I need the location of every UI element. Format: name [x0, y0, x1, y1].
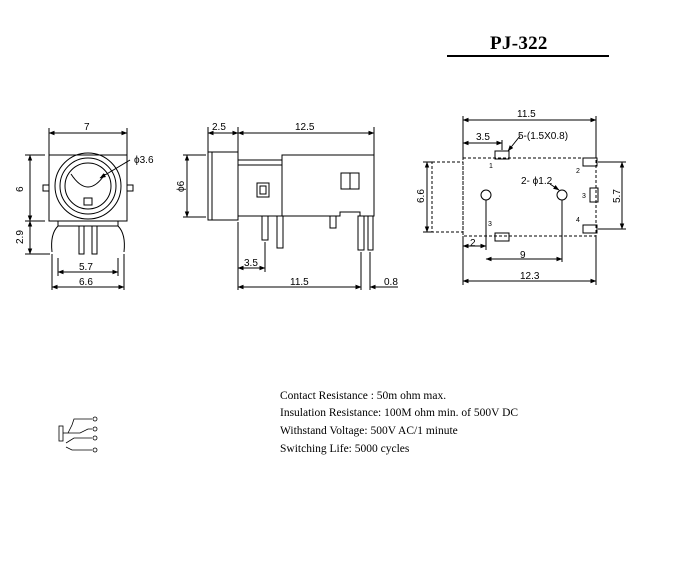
front-leg-height-label: 2.9 [15, 230, 26, 244]
spec-withstand-voltage: Withstand Voltage: 500V AC/1 minute [280, 425, 458, 437]
footprint-pad-size-label: 5-(1.5X0.8) [518, 131, 568, 142]
spec-contact-resistance: Contact Resistance : 50m ohm max. [280, 390, 447, 402]
part-title: PJ-322 [490, 33, 548, 54]
footprint-height-label: 6.6 [416, 189, 427, 203]
front-width-label: 7 [84, 122, 90, 133]
side-pin-span-label: 11.5 [290, 277, 309, 288]
footprint-top-width-label: 11.5 [517, 109, 536, 120]
side-view [183, 127, 398, 290]
side-diameter-label: ϕ6 [176, 180, 187, 192]
pin-label: 3 [582, 193, 586, 200]
schematic-symbol [58, 416, 98, 453]
title-underline [447, 55, 609, 57]
pin-label: 1 [489, 163, 493, 170]
pin-label: 3 [488, 221, 492, 228]
side-pin-offset-label: 3.5 [244, 258, 258, 269]
footprint-view [423, 116, 626, 285]
side-body-length-label: 12.5 [295, 122, 315, 133]
front-diameter-label: ϕ3.6 [134, 155, 154, 166]
front-leg-pitch-label: 5.7 [79, 262, 93, 273]
footprint-edge-offset-label: 2 [470, 238, 476, 249]
front-height-label: 6 [15, 186, 26, 192]
spec-insulation-resistance: Insulation Resistance: 100M ohm min. of … [280, 407, 519, 419]
footprint-pad-offset-label: 3.5 [476, 132, 490, 143]
front-bottom-width-label: 6.6 [79, 277, 93, 288]
front-view [25, 128, 134, 290]
pin-label: 2 [576, 168, 580, 175]
footprint-pad-pitch-label: 5.7 [612, 189, 623, 203]
pin-label: 4 [576, 217, 580, 224]
side-pin-thickness-label: 0.8 [384, 277, 398, 288]
footprint-hole-label: 2- ϕ1.2 [521, 176, 553, 187]
footprint-hole-spacing-label: 9 [520, 250, 526, 261]
side-flange-label: 2.5 [212, 122, 226, 133]
footprint-overall-width-label: 12.3 [520, 271, 540, 282]
spec-switching-life: Switching Life: 5000 cycles [280, 443, 410, 455]
